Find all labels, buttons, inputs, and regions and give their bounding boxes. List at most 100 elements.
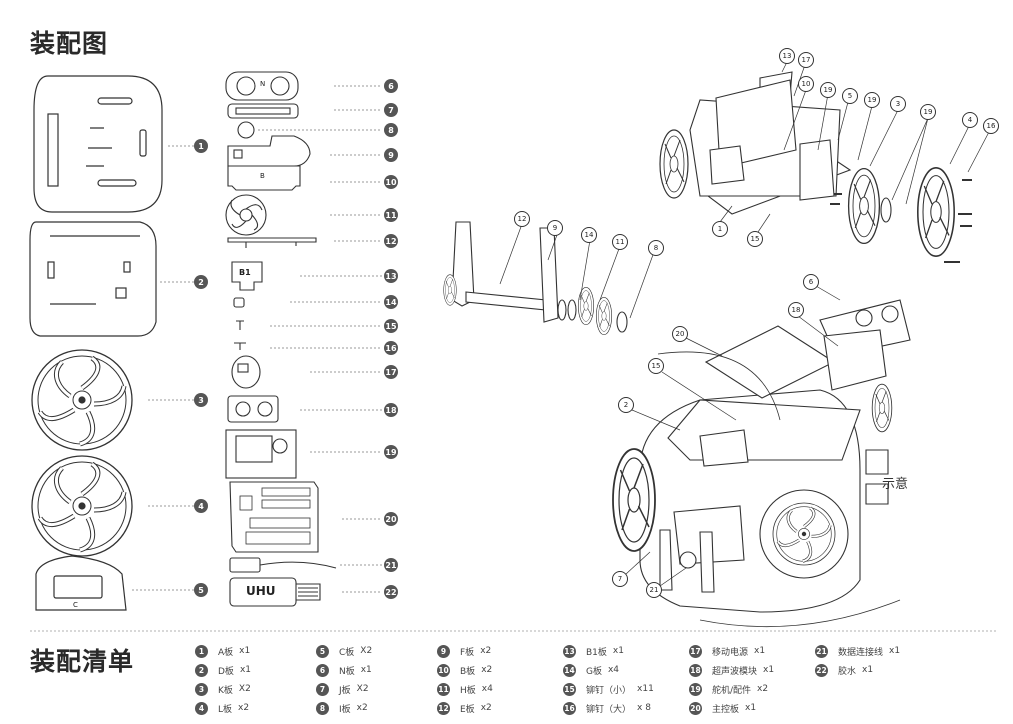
callout-19c: 19 [920,104,936,120]
parts-list-item: 8 I板 x2 [316,700,368,716]
plate-c-label: C [73,601,78,609]
parts-list-number: 20 [689,701,702,715]
parts-list-title: 装配清单 [30,647,135,676]
parts-list-item: 1 A板 x1 [195,643,250,659]
parts-list-name: 移动电源 [712,647,749,658]
parts-list-qty: x2 [480,646,492,656]
parts-list-name: H板 [460,685,476,696]
parts-list-name: I板 [339,704,351,715]
parts-list-number: 3 [195,682,208,696]
part-badge-14: 14 [384,295,398,309]
part-badge-2: 2 [194,275,208,289]
callout-12: 12 [514,211,530,227]
parts-list-name: 铆钉（小） [586,685,632,696]
parts-list-number: 1 [195,644,208,658]
callout-11: 11 [612,234,628,250]
parts-list-qty: x1 [754,646,766,656]
parts-list-number: 6 [316,663,329,677]
plate-b1-label: B1 [239,268,251,277]
part-badge-15: 15 [384,319,398,333]
parts-list-qty: x2 [356,703,368,713]
part-badge-12: 12 [384,234,398,248]
parts-list-number: 16 [563,701,576,715]
parts-list-name: G板 [586,666,602,677]
callout-7: 7 [612,571,628,587]
callout-6: 6 [803,274,819,290]
parts-list-name: 舵机/配件 [712,685,752,696]
callout-15a: 15 [747,231,763,247]
parts-list-name: F板 [460,647,475,658]
parts-list-name: B板 [460,666,476,677]
parts-list-qty: x1 [612,646,624,656]
parts-list-number: 8 [316,701,329,715]
part-badge-8: 8 [384,123,398,137]
parts-list-qty: x1 [360,665,372,675]
part-badge-22: 22 [384,585,398,599]
callout-14: 14 [581,227,597,243]
parts-list-number: 7 [316,682,329,696]
callout-10: 10 [798,76,814,92]
parts-list-name: 超声波模块 [712,666,758,677]
parts-list-number: 11 [437,682,450,696]
parts-list-qty: x2 [481,665,493,675]
plate-n-label: N [260,80,266,88]
callout-2: 2 [618,397,634,413]
parts-list-number: 21 [815,644,828,658]
callout-18: 18 [788,302,804,318]
parts-list-name: J板 [339,685,351,696]
parts-list-number: 19 [689,682,702,696]
part-badge-9: 9 [384,148,398,162]
part-badge-13: 13 [384,269,398,283]
callout-17: 17 [798,52,814,68]
callout-1: 1 [712,221,728,237]
parts-list-name: K板 [218,685,233,696]
parts-list-number: 18 [689,663,702,677]
parts-list-number: 14 [563,663,576,677]
parts-list-number: 4 [195,701,208,715]
parts-list-qty: x2 [238,703,250,713]
callout-19b: 19 [864,92,880,108]
callout-4: 4 [962,112,978,128]
parts-list-qty: x11 [637,684,654,694]
part-badge-7: 7 [384,103,398,117]
part-badge-5: 5 [194,583,208,597]
callout-9: 9 [547,220,563,236]
parts-list-name: 数据连接线 [838,647,884,658]
part-badge-11: 11 [384,208,398,222]
parts-list-name: E板 [460,704,475,715]
parts-list-qty: x1 [239,646,251,656]
parts-list-qty: x1 [862,665,874,675]
callout-19a: 19 [820,82,836,98]
parts-list-qty: x1 [745,703,757,713]
parts-list-item: 15 铆钉（小） x11 [563,681,654,697]
callout-21: 21 [646,582,662,598]
parts-list-name: A板 [218,647,234,658]
parts-list-number: 13 [563,644,576,658]
parts-list-number: 10 [437,663,450,677]
parts-list-name: C板 [339,647,355,658]
callout-15b: 15 [648,358,664,374]
parts-list-name: N板 [339,666,355,677]
part-badge-6: 6 [384,79,398,93]
parts-list-name: 铆钉（大） [586,704,632,715]
parts-list-qty: x4 [607,665,620,675]
callout-8: 8 [648,240,664,256]
callout-16: 16 [983,118,999,134]
parts-list-name: 主控板 [712,704,740,715]
part-badge-3: 3 [194,393,208,407]
part-badge-19: 19 [384,445,398,459]
parts-list-number: 5 [316,644,329,658]
parts-list-number: 15 [563,682,576,696]
